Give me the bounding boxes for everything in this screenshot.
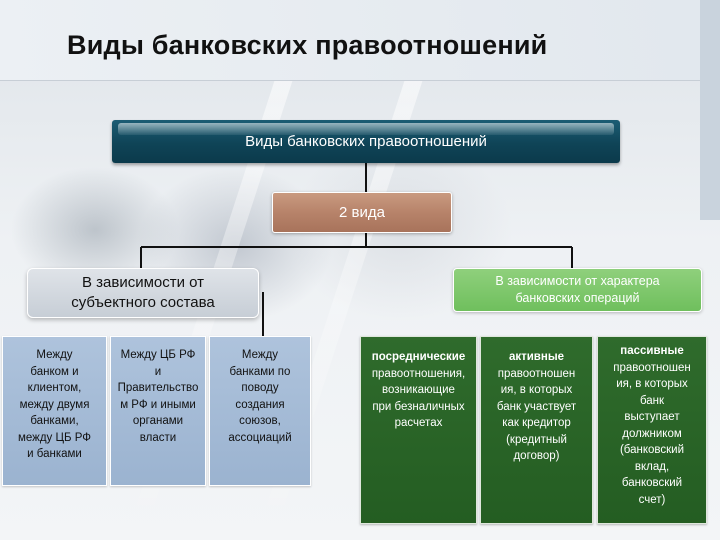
right-item-3: пассивные правоотношен ия, в которых бан… [597,336,707,524]
branch-operations-label: В зависимости от характера банковских оп… [495,274,660,305]
branch-operations-character: В зависимости от характера банковских оп… [453,268,702,312]
count-node: 2 вида [272,192,452,233]
left-item-1: Между банком и клиентом, между двумя бан… [2,336,107,486]
page-title: Виды банковских правоотношений [67,30,548,60]
left-item-1-text: Между банком и клиентом, между двумя бан… [17,349,92,460]
right-item-2-bold: активные [508,351,565,363]
branch-subject-label: В зависимости от субъектного состава [71,274,215,311]
right-item-3-text: пассивные правоотношен ия, в которых бан… [613,343,691,508]
right-item-3-rest: правоотношен ия, в которых банк выступае… [613,361,691,506]
right-item-2-text: активные правоотношен ия, в которых банк… [497,349,576,465]
right-item-1: посреднические правоотношения, возникающ… [360,336,477,524]
root-node-gloss [118,123,614,135]
title-bar: Виды банковских правоотношений [0,0,700,81]
left-item-2-text: Между ЦБ РФ и Правительство м РФ и иными… [117,349,199,444]
left-item-3-text: Между банками по поводу создания союзов,… [228,349,292,444]
branch-subject-composition: В зависимости от субъектного состава [27,268,259,318]
right-item-3-bold: пассивные [620,345,684,357]
right-item-1-bold: посреднические [371,351,466,363]
right-accent-strip [700,0,720,220]
right-item-2-rest: правоотношен ия, в которых банк участвуе… [496,367,577,463]
right-item-1-text: посреднические правоотношения, возникающ… [372,349,466,432]
root-node: Виды банковских правоотношений [112,120,620,163]
root-node-label: Виды банковских правоотношений [245,133,487,150]
right-item-1-rest: правоотношения, возникающие при безналич… [371,367,466,430]
left-item-3: Между банками по поводу создания союзов,… [209,336,311,486]
count-node-label: 2 вида [339,204,385,221]
left-item-2: Между ЦБ РФ и Правительство м РФ и иными… [110,336,206,486]
right-item-2: активные правоотношен ия, в которых банк… [480,336,593,524]
